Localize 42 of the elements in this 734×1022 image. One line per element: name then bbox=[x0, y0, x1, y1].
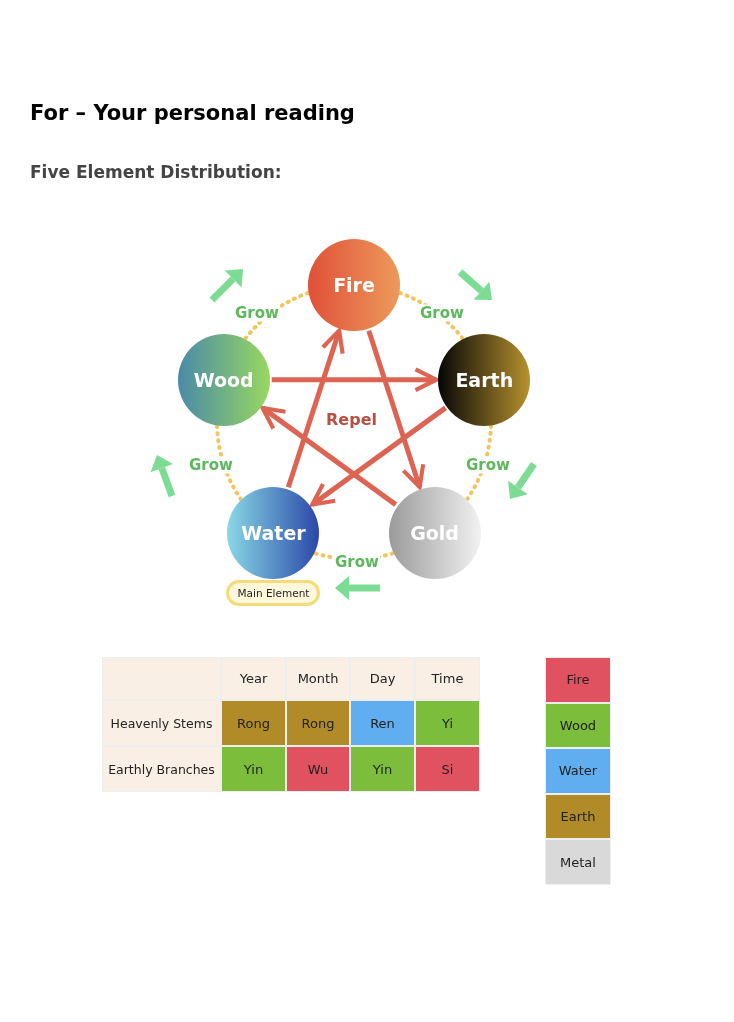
edge-label: Grow bbox=[419, 304, 465, 322]
center-label: Repel bbox=[326, 410, 377, 429]
element-name: Wood bbox=[193, 368, 254, 391]
column-header: Year bbox=[221, 657, 286, 700]
main-element-badge: Main Element bbox=[226, 579, 321, 606]
element-name: Earth bbox=[455, 368, 514, 391]
row-header: Earthly Branches bbox=[102, 746, 221, 792]
arrow bbox=[260, 405, 398, 507]
element-name: Gold bbox=[410, 521, 459, 544]
row-header: Heavenly Stems bbox=[102, 700, 221, 746]
table-cell: Ren bbox=[350, 700, 415, 746]
legend-swatch: Metal bbox=[545, 839, 611, 885]
table-cell: Yin bbox=[350, 746, 415, 792]
arrow bbox=[285, 328, 345, 488]
element-name: Water bbox=[241, 521, 306, 544]
table-cell: Yin bbox=[221, 746, 286, 792]
column-header: Month bbox=[286, 657, 350, 700]
element-circle bbox=[227, 486, 320, 579]
column-header: Time bbox=[415, 657, 480, 700]
arrow bbox=[366, 329, 426, 490]
arrow bbox=[271, 367, 439, 393]
table-cell: Wu bbox=[286, 746, 350, 792]
element-name: Fire bbox=[333, 274, 375, 296]
table-cell: Yi bbox=[415, 700, 480, 746]
table-cell: Rong bbox=[286, 700, 350, 746]
dotted-arc-connector bbox=[398, 290, 465, 341]
legend-swatch: Fire bbox=[545, 657, 611, 703]
edge-label: Grow bbox=[188, 456, 234, 474]
table-cell: Rong bbox=[221, 700, 286, 746]
edge-label: Grow bbox=[234, 304, 280, 322]
table-cell: Si bbox=[415, 746, 480, 792]
edge-label: Grow bbox=[465, 456, 511, 474]
legend-swatch: Water bbox=[545, 748, 611, 794]
arrow bbox=[310, 405, 447, 507]
dotted-arc-connector bbox=[465, 423, 493, 502]
page-title: For – Your personal reading bbox=[30, 101, 355, 125]
legend-swatch: Earth bbox=[545, 793, 611, 840]
section-heading: Five Element Distribution: bbox=[30, 162, 282, 182]
dotted-arc-connector bbox=[243, 290, 310, 341]
legend-swatch: Wood bbox=[545, 702, 611, 749]
dotted-arc-connector bbox=[215, 423, 243, 502]
column-header: Day bbox=[350, 657, 415, 700]
